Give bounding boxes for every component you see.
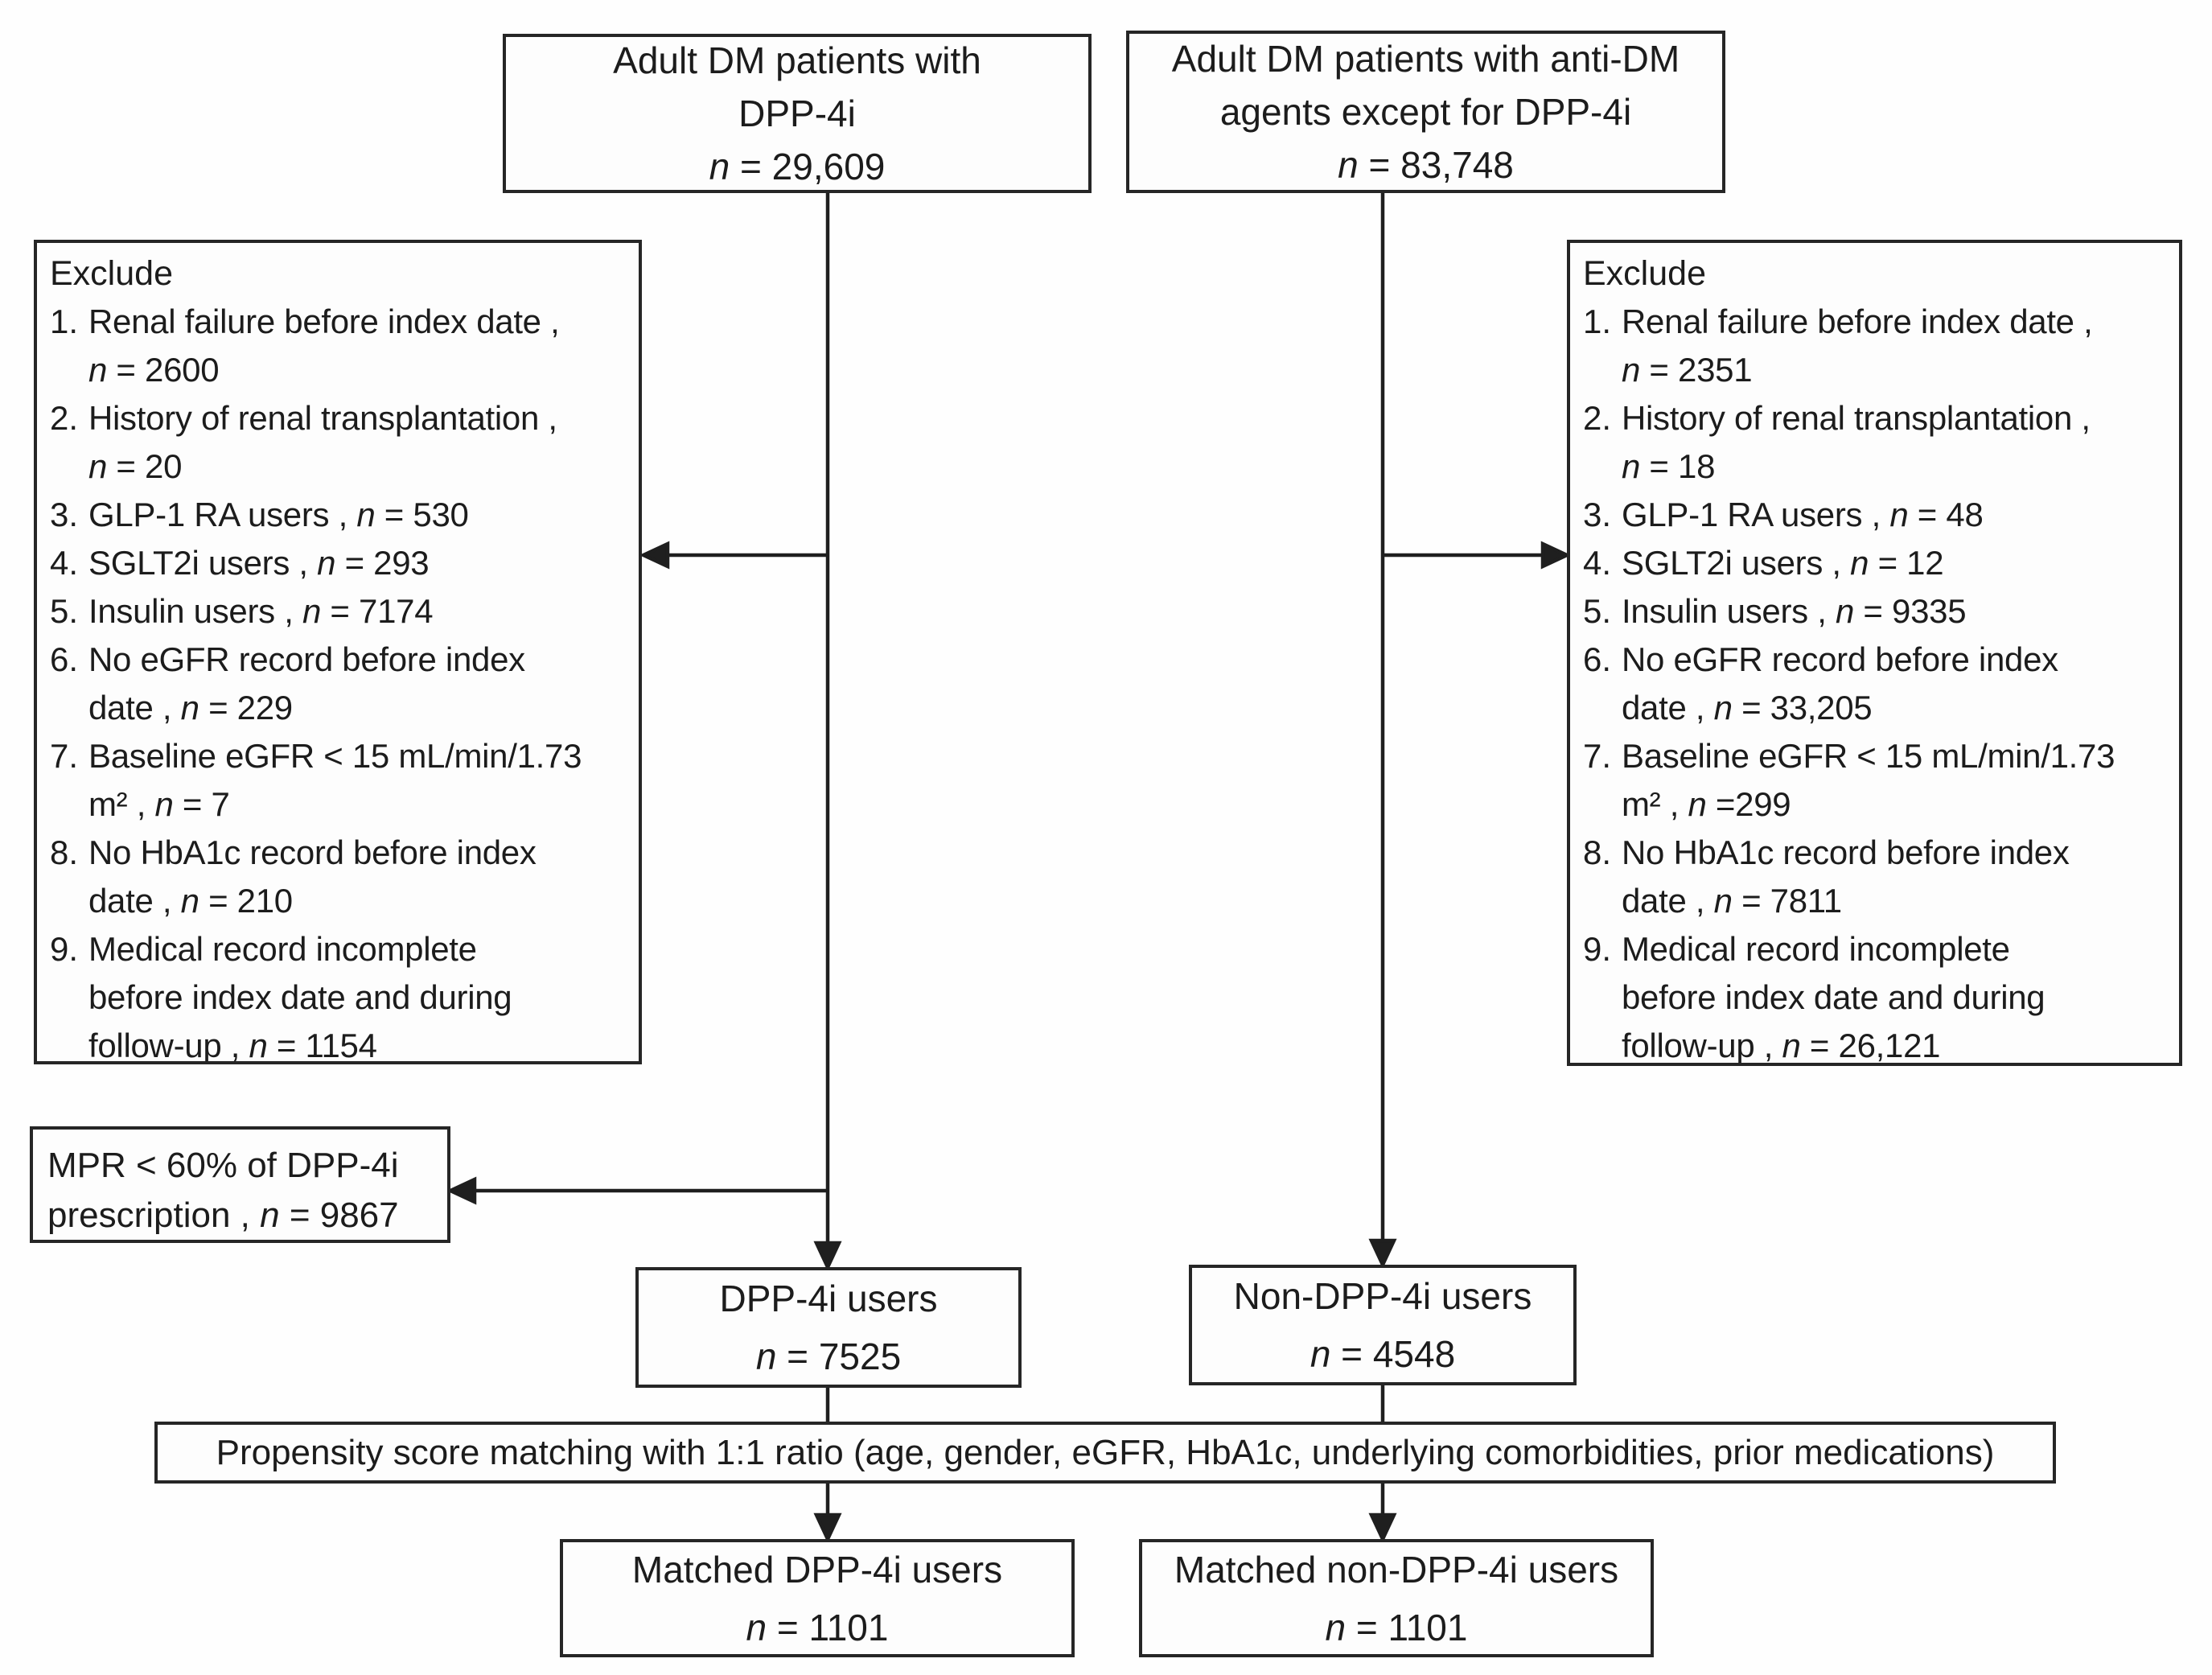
matched-left-label: Matched DPP-4i users bbox=[631, 1548, 1003, 1591]
cohort-right-box: Adult DM patients with anti-DM agents ex… bbox=[1126, 31, 1725, 193]
exclude-right-box: Exclude 1. Renal failure before index da… bbox=[1567, 240, 2182, 1066]
users-left-box: DPP-4i users n = 7525 bbox=[635, 1267, 1022, 1388]
matched-right-label: Matched non-DPP-4i users bbox=[1174, 1548, 1619, 1591]
arrowhead-exclude-left bbox=[639, 541, 670, 570]
arrowhead-matched-left bbox=[813, 1512, 842, 1544]
cohort-right-line1: Adult DM patients with anti-DM bbox=[1171, 38, 1680, 80]
mpr-line1: MPR < 60% of DPP-4i bbox=[47, 1146, 399, 1185]
exclude-left-item-4: 4. SGLT2i users , n = 293 bbox=[50, 544, 430, 582]
psm-box: Propensity score matching with 1:1 ratio… bbox=[154, 1422, 2056, 1484]
users-right-label: Non-DPP-4i users bbox=[1233, 1275, 1532, 1317]
psm-text: Propensity score matching with 1:1 ratio… bbox=[216, 1432, 1995, 1472]
arrowhead-mpr bbox=[446, 1176, 477, 1205]
users-left-label: DPP-4i users bbox=[719, 1278, 938, 1319]
exclude-left-item-5: 5. Insulin users , n = 7174 bbox=[50, 592, 434, 630]
matched-left-box: Matched DPP-4i users n = 1101 bbox=[560, 1539, 1075, 1657]
matched-right-box: Matched non-DPP-4i users n = 1101 bbox=[1139, 1539, 1654, 1657]
exclude-left-title: Exclude bbox=[50, 254, 173, 293]
exclude-left-item-1: 1. Renal failure before index date ,n = … bbox=[50, 302, 560, 389]
exclude-right-item-3: 3. GLP-1 RA users , n = 48 bbox=[1583, 496, 1984, 533]
users-left-n: n = 7525 bbox=[755, 1335, 902, 1377]
cohort-left-box: Adult DM patients with DPP-4i n = 29,609 bbox=[503, 34, 1092, 193]
matched-right-n: n = 1101 bbox=[1325, 1606, 1468, 1648]
arrowhead-exclude-right bbox=[1540, 541, 1572, 570]
cohort-right-line2: agents except for DPP-4i bbox=[1219, 91, 1632, 133]
exclude-right-item-5: 5. Insulin users , n = 9335 bbox=[1583, 592, 1967, 630]
arrowhead-users-right bbox=[1368, 1238, 1397, 1270]
exclude-left-item-3: 3. GLP-1 RA users , n = 530 bbox=[50, 496, 469, 533]
users-right-n: n = 4548 bbox=[1310, 1333, 1456, 1375]
exclude-left-item-2: 2. History of renal transplantation ,n =… bbox=[50, 399, 557, 485]
cohort-right-n: n = 83,748 bbox=[1338, 144, 1514, 186]
cohort-left-n: n = 29,609 bbox=[709, 146, 886, 187]
cohort-left-line1: Adult DM patients with bbox=[613, 39, 981, 81]
cohort-left-line2: DPP-4i bbox=[738, 93, 856, 134]
exclude-right-title: Exclude bbox=[1583, 254, 1706, 293]
exclude-right-item-1: 1. Renal failure before index date ,n = … bbox=[1583, 302, 2093, 389]
arrowhead-matched-right bbox=[1368, 1512, 1397, 1544]
exclude-right-item-2: 2. History of renal transplantation ,n =… bbox=[1583, 399, 2091, 485]
mpr-line2: prescription , n = 9867 bbox=[47, 1196, 399, 1235]
mpr-box: MPR < 60% of DPP-4i prescription , n = 9… bbox=[30, 1126, 450, 1243]
exclude-left-box: Exclude 1. Renal failure before index da… bbox=[34, 240, 642, 1064]
matched-left-n: n = 1101 bbox=[746, 1606, 889, 1648]
users-right-box: Non-DPP-4i users n = 4548 bbox=[1189, 1265, 1577, 1385]
arrowhead-users-left bbox=[813, 1241, 842, 1272]
exclude-right-item-4: 4. SGLT2i users , n = 12 bbox=[1583, 544, 1944, 582]
